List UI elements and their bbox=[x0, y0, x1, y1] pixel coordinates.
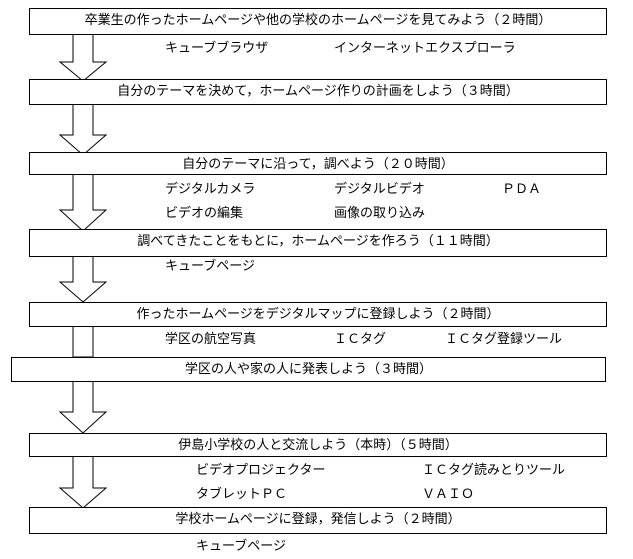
down-arrow-3 bbox=[58, 173, 108, 232]
tool-vaio: ＶＡＩＯ bbox=[422, 487, 475, 502]
step-3: 自分のテーマに沿って，調べよう（２０時間） bbox=[29, 152, 607, 175]
tool-video-projector: ビデオプロジェクター bbox=[196, 463, 326, 478]
tool-digital-camera: デジタルカメラ bbox=[165, 182, 256, 197]
down-arrow-5 bbox=[58, 380, 108, 434]
tool-tablet-pc: タブレットＰＣ bbox=[196, 487, 288, 502]
step-2: 自分のテーマを決めて，ホームページ作りの計画をしよう（３時間） bbox=[29, 79, 607, 105]
tool-ic-tag-registration: ＩＣタグ登録ツール bbox=[445, 332, 563, 347]
step-7: 伊島小学校の人と交流しよう（本時）（５時間） bbox=[29, 433, 607, 457]
step-4: 調べてきたことをもとに，ホームページを作ろう（１１時間） bbox=[29, 229, 607, 257]
tool-aerial-photo: 学区の航空写真 bbox=[165, 332, 257, 347]
down-arrow-2 bbox=[58, 103, 108, 156]
tool-image-import: 画像の取り込み bbox=[334, 206, 426, 221]
step-8: 学校ホームページに登録，発信しよう（２時間） bbox=[29, 507, 607, 534]
tool-ic-tag: ＩＣタグ bbox=[334, 332, 387, 347]
down-arrow-4 bbox=[58, 255, 108, 303]
tool-pda: ＰＤＡ bbox=[502, 182, 542, 197]
tool-internet-explorer: インターネットエクスプローラ bbox=[334, 41, 516, 56]
tool-cube-page-2: キューブページ bbox=[196, 539, 286, 554]
tool-video-editing: ビデオの編集 bbox=[165, 206, 244, 221]
step-6: 学区の人や家の人に発表しよう（３時間） bbox=[11, 357, 606, 382]
step-1: 卒業生の作ったホームページや他の学校のホームページを見てみよう（２時間） bbox=[29, 8, 607, 35]
connector-bar bbox=[72, 325, 94, 358]
down-arrow-1 bbox=[58, 33, 108, 82]
tool-cube-browser: キューブブラウザ bbox=[165, 41, 269, 56]
step-5: 作ったホームページをデジタルマップに登録しよう（２時間） bbox=[29, 302, 607, 327]
down-arrow-6 bbox=[58, 455, 108, 509]
tool-ic-tag-reader: ＩＣタグ読みとりツール bbox=[422, 463, 566, 478]
tool-cube-page: キューブページ bbox=[165, 259, 255, 274]
tool-digital-video: デジタルビデオ bbox=[334, 182, 425, 197]
